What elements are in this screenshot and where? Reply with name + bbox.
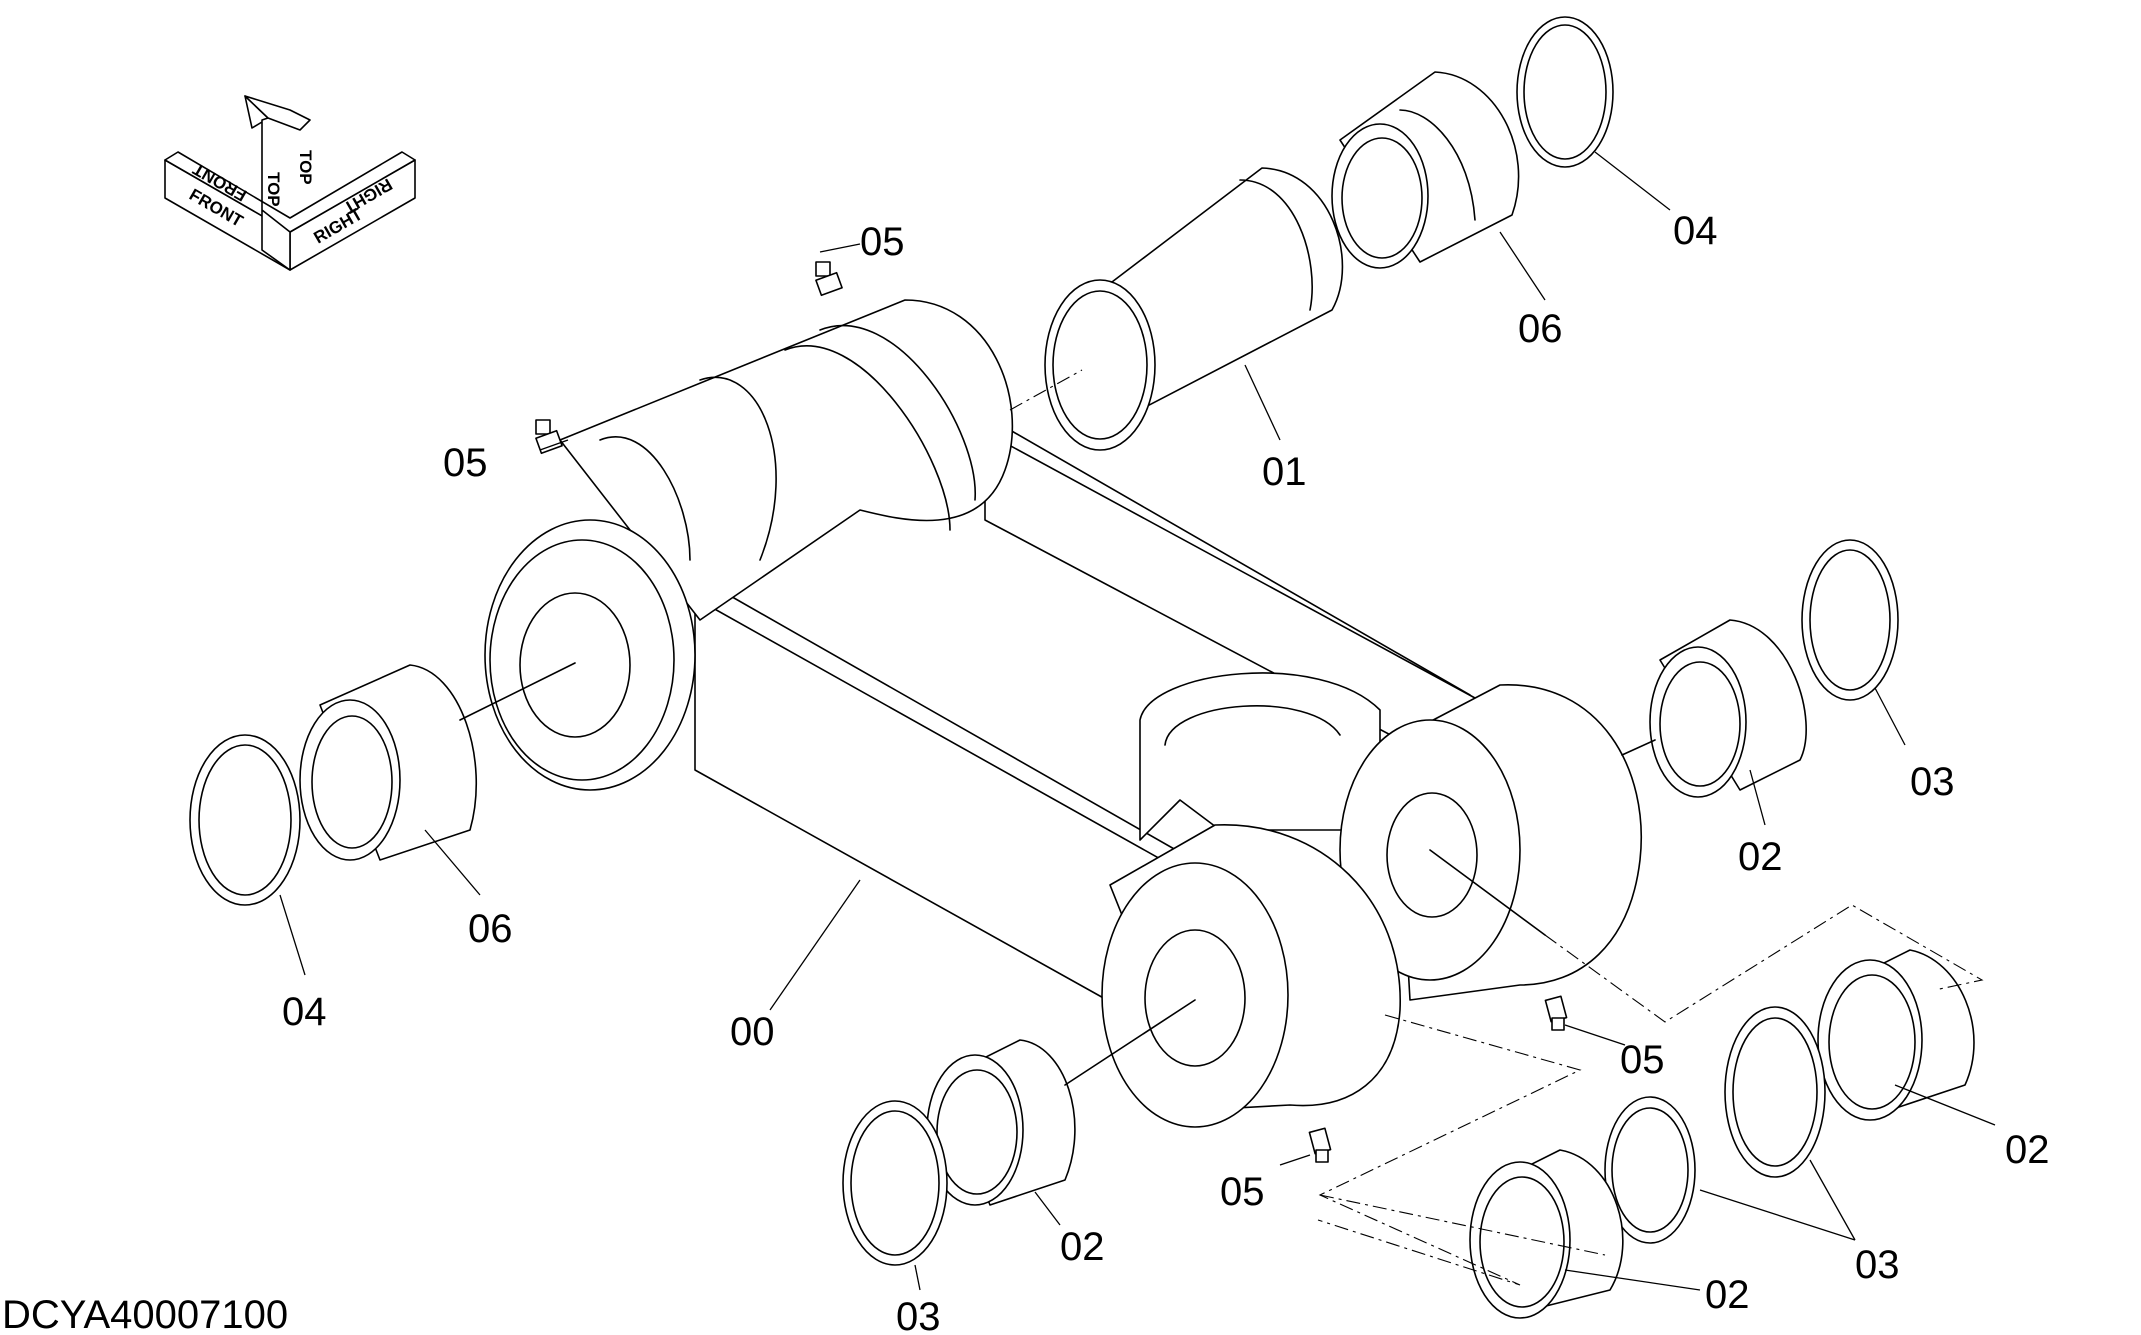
seal-ring-04-lower — [189, 734, 301, 906]
grease-fitting-right — [1544, 995, 1568, 1031]
callout-02-lower-center: 02 — [1060, 1225, 1105, 1269]
callout-04-lower: 04 — [282, 990, 327, 1034]
callout-06-upper: 06 — [1518, 307, 1563, 351]
pin-part — [1044, 167, 1344, 451]
callout-02-right-upper: 02 — [1738, 835, 1783, 879]
callout-03-lower-right: 03 — [1855, 1243, 1900, 1287]
bushing-02-lower-center — [926, 1039, 1076, 1206]
callout-05-bottom: 05 — [1220, 1170, 1265, 1214]
callout-05-right: 05 — [1620, 1038, 1665, 1082]
drawing-code: DCYA40007100 — [2, 1293, 288, 1335]
ring-03-lower-right-a — [1724, 1006, 1826, 1178]
bushing-06-lower — [299, 664, 478, 861]
callout-05-top: 05 — [860, 220, 905, 264]
callout-00: 00 — [730, 1010, 775, 1054]
top-label-mirror: TOP — [296, 150, 315, 185]
bushing-02-lower-right-a — [1817, 949, 1975, 1121]
orientation-arrows: FRONT FRONT RIGHT RIGHT TOP TOP — [164, 95, 416, 271]
ring-03-lower-center — [842, 1100, 948, 1266]
link-body-part — [559, 299, 1476, 1011]
callout-02-bottom-right: 02 — [1705, 1273, 1750, 1317]
callout-04-upper: 04 — [1673, 209, 1718, 253]
bushing-06-upper — [1331, 71, 1520, 269]
ring-03-right-upper — [1801, 539, 1899, 701]
callouts: 00 01 02 02 02 02 03 03 03 04 04 05 05 0… — [282, 209, 2050, 1335]
callout-02-lower-right: 02 — [2005, 1128, 2050, 1172]
left-boss-end — [484, 519, 696, 791]
ring-03-lower-right-b — [1604, 1096, 1696, 1244]
callout-01: 01 — [1262, 450, 1307, 494]
callout-03-bottom-center: 03 — [896, 1295, 941, 1335]
callout-05-left: 05 — [443, 441, 488, 485]
grease-fitting-left — [535, 419, 563, 455]
bushing-02-right-upper — [1649, 619, 1807, 798]
right-front-boss — [1101, 824, 1401, 1128]
grease-fitting-top — [815, 261, 843, 297]
center-lines — [459, 369, 1984, 1286]
callout-06-lower: 06 — [468, 907, 513, 951]
bushing-02-lower-right-b — [1469, 1149, 1624, 1319]
top-label: TOP — [264, 172, 283, 207]
callout-03-right-upper: 03 — [1910, 760, 1955, 804]
seal-ring-04-upper — [1516, 16, 1614, 168]
grease-fitting-bottom — [1308, 1127, 1332, 1163]
leader-lines — [279, 151, 1996, 1291]
